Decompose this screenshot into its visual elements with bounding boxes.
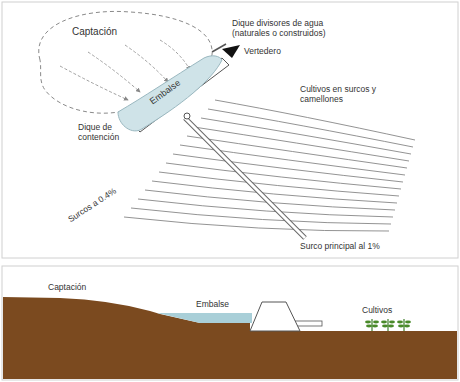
furrow-line [166,163,401,189]
plant-leaf [372,325,378,328]
furrow-line [159,172,399,196]
plant-stem [371,319,372,331]
top-panel [2,2,458,258]
furrow-label: Surcos a 0.4% [66,186,118,225]
reservoir: Embalse [112,50,230,132]
furrow-line [208,109,413,147]
furrows [124,100,415,231]
dike-label: Dique divisores de agua (naturales o con… [232,18,344,38]
dam-label: Dique de contención [78,122,126,142]
plant-leaf [365,321,371,324]
furrow-line [152,181,397,203]
plant-leaf [388,325,394,328]
section-label: Captación [48,282,86,292]
plant-leaf [404,325,410,328]
water [157,313,252,323]
section-label: Embalse [196,299,229,309]
plant-leaf [382,325,388,328]
plant-leaf [405,321,411,324]
outline-shape [118,56,222,131]
bottom-panel [2,266,458,380]
plant-stem [403,319,404,331]
terrain [3,297,457,379]
plant-leaf [398,325,404,328]
plant-leaf [366,325,372,328]
outlet [184,113,190,119]
plant-leaf [373,321,379,324]
dam-section [250,302,300,331]
furrow-line [201,118,411,154]
divider-dike [212,44,226,52]
plant-leaf [389,321,395,324]
plant-leaf [381,321,387,324]
crop-label: Cultivos en surcos y camellones [300,84,382,104]
spillway-symbol [222,45,240,58]
area-label: Captación [72,26,117,37]
main-furrow [185,118,305,238]
spillway-label: Vertedero [244,46,304,56]
main-furrow-label: Surco principal al 1% [300,241,380,251]
furrow-line [215,100,415,140]
main-furrow-inner [185,118,305,238]
section-label: Cultivos [362,305,392,315]
plant-stem [387,319,388,331]
furrow-line [124,217,389,231]
plant-leaf [397,321,403,324]
plants [365,319,411,331]
